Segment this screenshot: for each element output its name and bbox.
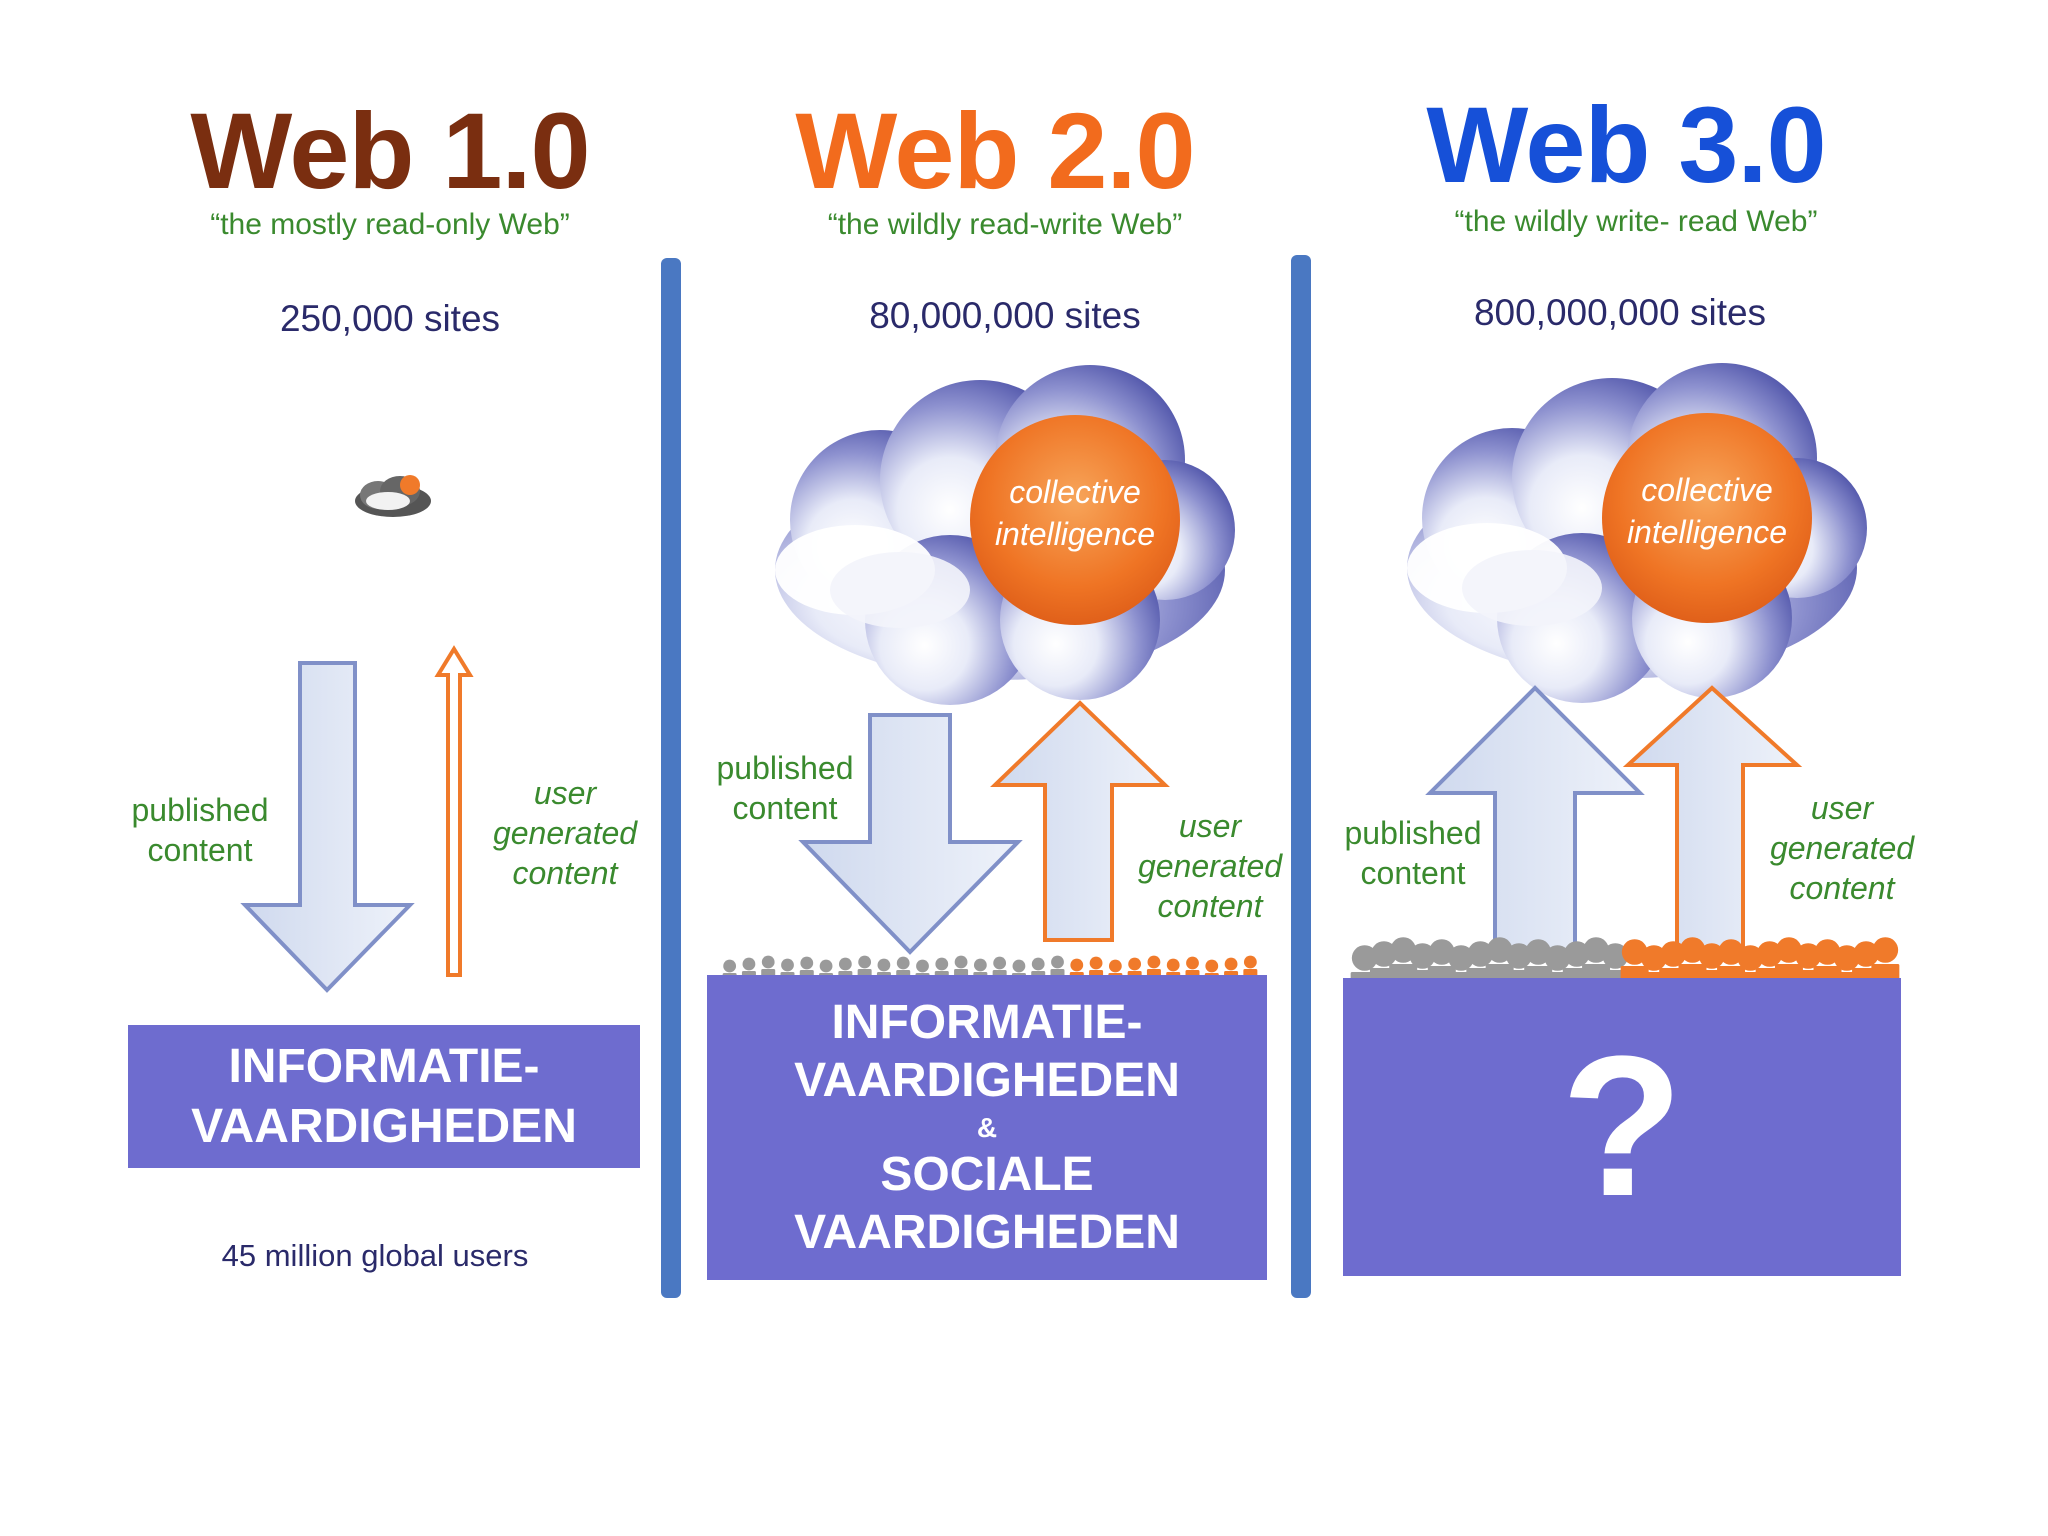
person-icon (1089, 956, 1104, 977)
published-label-line: published (1344, 815, 1482, 851)
column-separator (661, 258, 681, 1298)
cloud-label-line: intelligence (1627, 514, 1787, 550)
web2-skills-box: INFORMATIE- VAARDIGHEDEN & SOCIALE VAARD… (707, 975, 1267, 1280)
box-line: VAARDIGHEDEN (794, 1205, 1180, 1259)
box-ampersand: & (976, 1111, 998, 1143)
user-label-line: generated (492, 815, 638, 851)
person-icon (1050, 955, 1065, 977)
web2-subtitle: “the wildly read-write Web” (827, 208, 1183, 241)
published-label-line: content (732, 790, 838, 826)
person-icon (1185, 956, 1200, 977)
person-icon (1485, 937, 1514, 980)
person-icon (1146, 955, 1161, 977)
person-icon (857, 955, 872, 977)
web3-subtitle: “the wildly write- read Web” (1454, 205, 1818, 238)
user-generated-arrow-up (434, 645, 474, 977)
web3-people-row (1350, 937, 1900, 980)
web3-user-generated-label: user generated content (1752, 788, 1932, 908)
web2-title: Web 2.0 (795, 90, 1195, 211)
web3-skills-box: ? (1343, 978, 1901, 1276)
user-label-line: content (512, 855, 618, 891)
web2-user-generated-label: user generated content (1120, 806, 1300, 926)
cloud-label-line: collective (1641, 472, 1773, 508)
person-icon (1243, 955, 1258, 977)
user-label-line: generated (1137, 848, 1283, 884)
user-label-line: content (1789, 870, 1895, 906)
web1-published-label: published content (110, 790, 290, 870)
cloud-label-line: collective (1009, 474, 1141, 510)
web1-global-users: 45 million global users (221, 1238, 529, 1273)
published-label-line: published (131, 792, 269, 828)
cloud-label-line: intelligence (995, 516, 1155, 552)
published-label-line: content (1360, 855, 1466, 891)
web3-published-label: published content (1323, 813, 1503, 893)
web1-user-generated-label: user generated content (475, 773, 655, 893)
box-line: SOCIALE (880, 1147, 1094, 1201)
web2-people-row (722, 955, 1258, 977)
user-label-line: content (1157, 888, 1263, 924)
person-icon (1871, 937, 1900, 980)
small-cloud-icon (355, 475, 431, 517)
person-icon (992, 956, 1007, 977)
web3-sites-count: 800,000,000 sites (1473, 292, 1767, 333)
user-generated-arrow-up (990, 700, 1170, 942)
published-label-line: published (716, 750, 854, 786)
web2-published-label: published content (695, 748, 875, 828)
user-generated-arrow-up (1622, 685, 1803, 957)
web1-skills-box: INFORMATIE- VAARDIGHEDEN (128, 1025, 640, 1168)
published-label-line: content (147, 832, 253, 868)
web1-subtitle: “the mostly read-only Web” (210, 208, 570, 241)
web2-sites-count: 80,000,000 sites (869, 295, 1141, 336)
published-content-arrow-up (1425, 685, 1645, 957)
user-label-line: user (1178, 808, 1242, 844)
person-icon (799, 956, 814, 977)
published-content-arrow-down (240, 661, 415, 993)
box-line: VAARDIGHEDEN (794, 1053, 1180, 1107)
column-separator (1291, 255, 1311, 1298)
web2-collective-intelligence-cloud: collective intelligence (775, 365, 1235, 705)
person-icon (954, 955, 969, 977)
user-label-line: user (1810, 790, 1874, 826)
person-icon (761, 955, 776, 977)
web3-title: Web 3.0 (1426, 84, 1826, 205)
box-line: VAARDIGHEDEN (191, 1099, 577, 1153)
box-line: INFORMATIE- (831, 995, 1143, 1049)
question-mark: ? (1560, 1015, 1684, 1238)
person-icon (896, 956, 911, 977)
user-label-line: user (533, 775, 597, 811)
published-content-arrow-down (798, 713, 1023, 955)
box-line: INFORMATIE- (228, 1039, 540, 1093)
web1-title: Web 1.0 (190, 90, 590, 211)
web3-collective-intelligence-cloud: collective intelligence (1407, 363, 1867, 703)
user-label-line: generated (1769, 830, 1915, 866)
web1-sites-count: 250,000 sites (279, 298, 501, 339)
